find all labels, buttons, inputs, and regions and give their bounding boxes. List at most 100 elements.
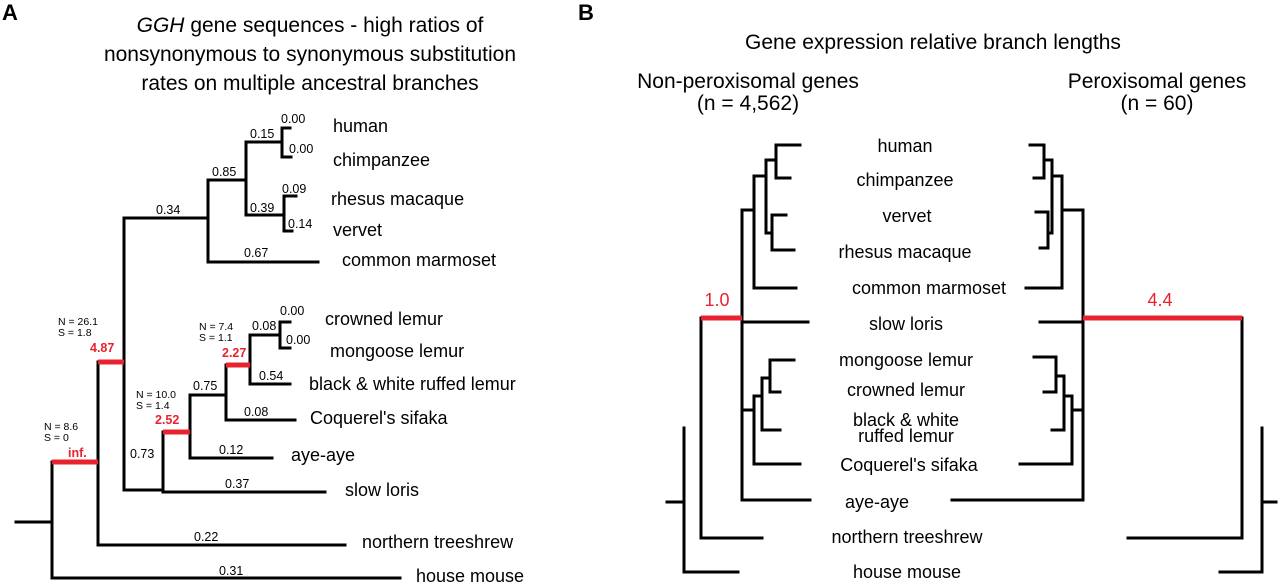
ratio-label: inf. [68, 446, 87, 460]
tree-b-left-branch [699, 316, 764, 540]
taxon-label: human [877, 136, 932, 156]
branch-length-label: 0.54 [259, 369, 283, 383]
taxon-label: mongoose lemur [330, 341, 464, 361]
n-substitutions-label: N = 10.0 [136, 389, 176, 401]
tree-a-branch [50, 460, 402, 580]
taxon-label: chimpanzee [856, 170, 953, 190]
branch-length-label: 0.14 [288, 217, 312, 231]
branch-length-label: 0.73 [130, 447, 154, 461]
panel-a-highlights [52, 359, 250, 465]
panel-b-letter: B [578, 0, 594, 25]
tree-b-left-branch [752, 394, 802, 466]
branch-length-label: 0.22 [194, 530, 218, 544]
branch-length-label: 0.08 [244, 405, 268, 419]
panel-a-tree [14, 126, 402, 580]
taxon-label: Coquerel's sifaka [310, 408, 448, 428]
branch-length-label: 0.08 [252, 319, 276, 333]
panel-a: A GGH gene sequences - high ratios of no… [2, 0, 524, 585]
tree-a-branch [161, 430, 327, 494]
ratio-label: 4.87 [90, 341, 114, 355]
taxon-label: chimpanzee [333, 150, 430, 170]
taxon-label: aye-aye [291, 445, 355, 465]
tree-b-left-branch [760, 376, 782, 432]
n-substitutions-label: N = 26.1 [58, 316, 98, 328]
right-tree-header-line2: (n = 60) [1121, 92, 1194, 115]
tree-b-right-branch [950, 208, 1085, 502]
s-substitutions-label: S = 0 [44, 432, 69, 444]
left-tree-header-line1: Non-peroxisomal genes [637, 70, 859, 93]
tree-a-branch [248, 333, 292, 386]
taxon-label: human [333, 116, 388, 136]
tree-b-left-branch [752, 174, 798, 290]
n-substitutions-label: N = 7.4 [199, 321, 233, 333]
panel-a-taxa: human chimpanzee rhesus macaque vervet c… [291, 116, 524, 585]
branch-length-label: 0.15 [250, 127, 274, 141]
panel-a-branch-lengths: 0.00 0.00 0.15 0.09 0.14 0.39 0.85 0.67 … [130, 112, 313, 578]
branch-length-label: 0.00 [281, 112, 305, 126]
taxon-label: crowned lemur [847, 380, 965, 400]
tree-b-right-branch [1024, 174, 1064, 290]
branch-length-label: 0.00 [280, 304, 304, 318]
tree-a-branch [206, 178, 320, 264]
panel-b: B Gene expression relative branch length… [578, 0, 1278, 582]
tree-b-left-branch [682, 426, 740, 574]
taxon-label: northern treeshrew [362, 532, 514, 552]
branch-length-label: 0.75 [193, 379, 217, 393]
taxon-label: slow loris [869, 314, 943, 334]
panel-a-title-line1: GGH gene sequences - high ratios of [137, 14, 484, 37]
taxon-label: aye-aye [845, 492, 909, 512]
branch-length-label: 0.37 [225, 477, 249, 491]
branch-length-label: 0.85 [212, 165, 236, 179]
panel-b-taxa: human chimpanzee vervet rhesus macaque c… [831, 136, 1006, 582]
panel-a-ratio-annotations: N = 26.1 S = 1.8 4.87 N = 10.0 S = 1.4 2… [44, 316, 246, 460]
branch-length-label: 0.09 [282, 182, 306, 196]
tree-a-branch [188, 430, 274, 460]
taxon-label: mongoose lemur [839, 350, 973, 370]
taxon-label: black & white [853, 410, 959, 430]
taxon-label: vervet [882, 206, 931, 226]
taxon-label: house mouse [416, 566, 524, 585]
taxon-label: crowned lemur [325, 309, 443, 329]
tree-b-right-branch [1126, 316, 1244, 540]
right-expression-tree [950, 143, 1278, 574]
ratio-label: 2.27 [222, 346, 246, 360]
taxon-label: rhesus macaque [331, 189, 464, 209]
taxon-label: slow loris [345, 480, 419, 500]
taxon-label: ruffed lemur [858, 426, 954, 446]
panel-a-title-line2: nonsynonymous to synonymous substitution [104, 43, 516, 66]
left-tree-header-line2: (n = 4,562) [697, 92, 799, 115]
s-substitutions-label: S = 1.4 [136, 400, 170, 412]
branch-length-label: 0.39 [250, 201, 274, 215]
tree-b-right-branch [1018, 394, 1074, 466]
tree-a-branch [96, 360, 347, 547]
branch-length-label: 0.00 [289, 142, 313, 156]
n-substitutions-label: N = 8.6 [44, 421, 78, 433]
tree-b-left-branch [740, 208, 812, 502]
s-substitutions-label: S = 1.8 [58, 327, 92, 339]
branch-length-label: 0.31 [219, 564, 243, 578]
branch-length-label: 0.12 [219, 443, 243, 457]
tree-b-right-branch [1050, 374, 1066, 432]
left-expression-tree [665, 143, 812, 574]
taxon-label: house mouse [853, 562, 961, 582]
taxon-label: black & white ruffed lemur [309, 374, 516, 394]
taxon-label: common marmoset [852, 278, 1006, 298]
tree-a-branch [244, 140, 286, 217]
taxon-label: northern treeshrew [831, 527, 983, 547]
panel-a-title-line3: rates on multiple ancestral branches [141, 72, 478, 95]
right-highlight-value: 4.4 [1147, 290, 1172, 310]
branch-length-label: 0.34 [156, 203, 180, 217]
s-substitutions-label: S = 1.1 [199, 332, 233, 344]
taxon-label: vervet [333, 220, 382, 240]
right-tree-header-line1: Peroxisomal genes [1068, 70, 1247, 93]
panel-b-title: Gene expression relative branch lengths [745, 31, 1121, 54]
taxon-label: Coquerel's sifaka [840, 455, 978, 475]
taxon-label: common marmoset [342, 250, 496, 270]
panel-a-letter: A [2, 0, 18, 25]
tree-b-right-branch [1218, 426, 1264, 574]
left-highlight-value: 1.0 [704, 290, 729, 310]
tree-a-branch [224, 363, 297, 422]
taxon-label: rhesus macaque [838, 242, 971, 262]
branch-length-label: 0.00 [286, 333, 310, 347]
